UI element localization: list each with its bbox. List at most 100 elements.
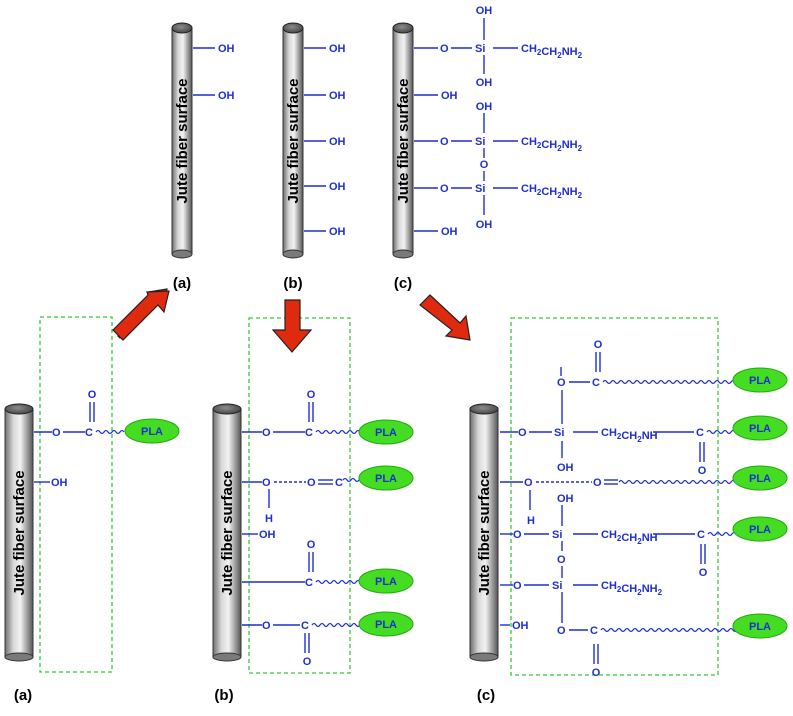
hydrogen-label: H — [265, 513, 273, 525]
pla-ellipse-a1 — [124, 418, 180, 444]
oxygen-label: O — [440, 43, 449, 55]
carbon-label: C — [592, 377, 600, 389]
fiber-top-a: Jute fiber surface — [171, 22, 193, 259]
fiber-top-c: Jute fiber surface — [392, 22, 414, 259]
hydroxyl-label: OH — [259, 529, 276, 541]
carbon-label: C — [590, 625, 598, 637]
hydrogen-label: H — [527, 515, 535, 527]
dashed-box-c — [510, 317, 719, 676]
wavy-chain — [600, 627, 738, 633]
oxygen-label: O — [440, 136, 449, 148]
fiber-bottom-b: Jute fiber surface — [212, 403, 242, 662]
hydroxyl-label: OH — [476, 5, 493, 17]
aminoethyl-label: CH2CH2NH2 — [521, 43, 583, 60]
pla-ellipse-c4 — [732, 516, 788, 542]
amine-label: CH2CH2NH — [601, 529, 658, 546]
oxygen-label: O — [524, 477, 533, 489]
fiber-bottom-a: Jute fiber surface — [4, 403, 34, 662]
pla-label: PLA — [749, 423, 771, 435]
fiber-label: Jute fiber surface — [285, 78, 302, 203]
aminoethyl-label: CH2CH2NH2 — [601, 580, 663, 597]
pla-ellipse-c5 — [732, 613, 788, 639]
pla-label: PLA — [749, 621, 771, 633]
oxygen-label: O — [307, 477, 316, 489]
pla-ellipse-b4 — [358, 611, 414, 637]
oxygen-label: O — [557, 377, 566, 389]
oxygen-label: O — [592, 667, 601, 679]
pla-label: PLA — [375, 576, 397, 588]
pla-label: PLA — [749, 524, 771, 536]
oxygen-label: O — [557, 554, 566, 566]
fiber-label: Jute fiber surface — [11, 470, 28, 595]
pla-ellipse-b1 — [358, 419, 414, 445]
silicon-label: Si — [552, 580, 562, 592]
wavy-chain — [311, 622, 361, 628]
hydroxyl-label: OH — [512, 620, 529, 632]
carbon-label: C — [301, 620, 309, 632]
silicon-label: Si — [554, 427, 564, 439]
oxygen-label: O — [262, 477, 271, 489]
red-arrow-a-body — [112, 290, 170, 341]
hydroxyl-label: OH — [51, 477, 68, 489]
fiber-top-cap — [469, 403, 499, 415]
panel-label-bottom-b: (b) — [214, 687, 233, 704]
wavy-chain — [706, 429, 736, 435]
oxygen-label: O — [518, 427, 527, 439]
fiber-bottom-cap — [392, 249, 414, 259]
pla-ellipse-c1 — [732, 367, 788, 393]
carbon-label: C — [697, 529, 705, 541]
fiber-top-b: Jute fiber surface — [282, 22, 304, 259]
hydroxyl-label: OH — [329, 136, 346, 148]
hydroxyl-label: OH — [441, 226, 458, 238]
carbon-label: C — [85, 427, 93, 439]
hydroxyl-label: OH — [476, 101, 493, 113]
hydroxyl-label: OH — [329, 90, 346, 102]
wavy-chain — [315, 579, 361, 585]
hydroxyl-label: OH — [329, 226, 346, 238]
hydroxyl-label: OH — [218, 90, 235, 102]
oxygen-label: O — [440, 183, 449, 195]
panel-label-top-c: (c) — [394, 275, 412, 292]
silicon-label: Si — [552, 529, 562, 541]
oxygen-label: O — [513, 580, 522, 592]
fiber-body — [4, 408, 34, 658]
oxygen-label: O — [307, 539, 316, 551]
fiber-bottom-cap — [171, 249, 193, 259]
fiber-bottom-cap — [4, 652, 34, 662]
fiber-bottom-cap — [469, 652, 499, 662]
aminoethyl-label: CH2CH2NH2 — [521, 136, 583, 153]
panel-label-bottom-a: (a) — [14, 687, 32, 704]
oxygen-label: O — [262, 427, 271, 439]
fiber-top-cap — [392, 22, 414, 34]
oxygen-label: O — [513, 529, 522, 541]
pla-label: PLA — [141, 426, 163, 438]
silicon-label: Si — [475, 43, 485, 55]
fiber-top-cap — [212, 403, 242, 415]
fiber-bottom-c: Jute fiber surface — [469, 403, 499, 662]
panel-label-top-b: (b) — [283, 275, 302, 292]
fiber-label: Jute fiber surface — [219, 470, 236, 595]
oxygen-label: O — [699, 567, 708, 579]
fiber-top-cap — [282, 22, 304, 34]
pla-ellipse-b3 — [358, 568, 414, 594]
panel-label-bottom-c: (c) — [477, 687, 495, 704]
silicon-label: Si — [475, 183, 485, 195]
pla-ellipse-c2 — [732, 415, 788, 441]
red-arrow-b — [271, 299, 313, 353]
hydroxyl-label: OH — [476, 77, 493, 89]
pla-label: PLA — [375, 427, 397, 439]
hydroxyl-label: OH — [329, 43, 346, 55]
fiber-bottom-cap — [282, 249, 304, 259]
dashed-box-a — [39, 316, 113, 673]
carbon-label: C — [335, 477, 343, 489]
carbon-label: C — [305, 427, 313, 439]
pla-label: PLA — [375, 619, 397, 631]
hydroxyl-label: OH — [329, 181, 346, 193]
fiber-top-cap — [171, 22, 193, 34]
pla-label: PLA — [375, 473, 397, 485]
fiber-label: Jute fiber surface — [395, 78, 412, 203]
hydroxyl-label: OH — [557, 462, 574, 474]
pla-label: PLA — [749, 375, 771, 387]
